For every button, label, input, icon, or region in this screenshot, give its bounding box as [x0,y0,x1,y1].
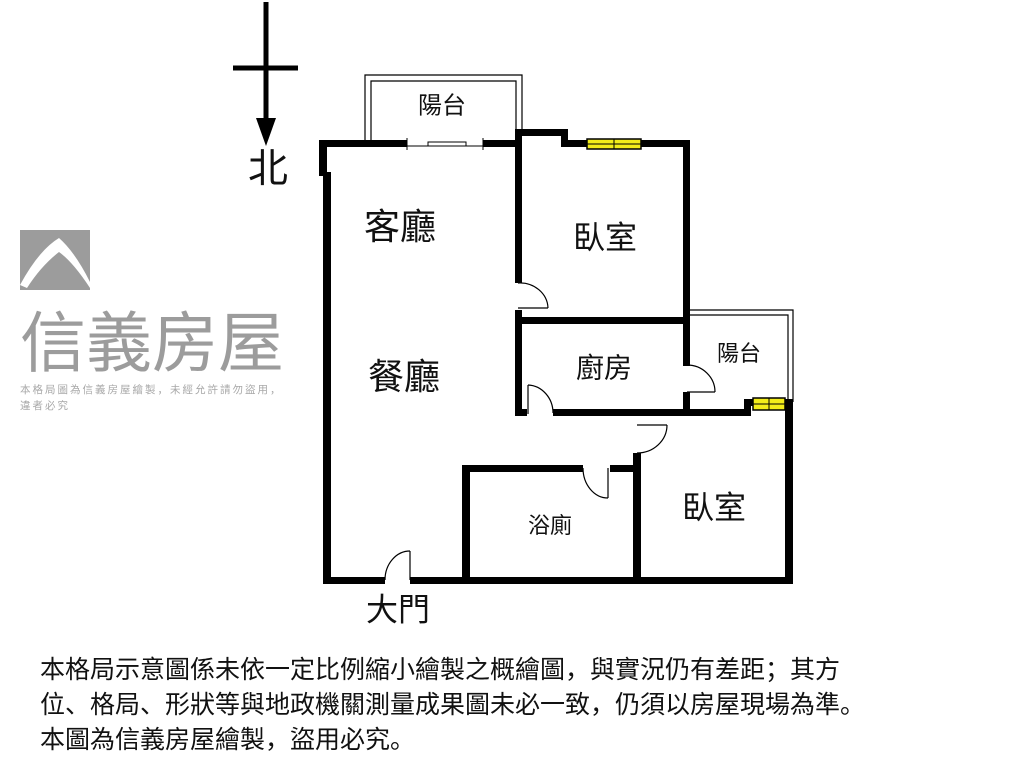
room-label-balcony-right: 陽台 [717,342,761,367]
room-label-balcony-top: 陽台 [418,92,466,120]
room-label-bedroom-2: 臥室 [682,489,746,527]
room-label-kitchen: 廚房 [576,352,632,385]
watermark-notice: 本格局圖為信義房屋繪製，未經允許請勿盜用，違者必究 [20,384,283,412]
room-label-living-room: 客廳 [364,207,436,248]
balcony-right-railing [690,309,794,402]
room-label-bedroom-1: 臥室 [573,219,637,257]
north-label: 北 [248,146,288,192]
kitchen-door[interactable] [527,384,554,414]
room-label-bathroom: 浴廁 [528,514,572,539]
bedroom-1-door[interactable] [517,282,549,309]
main-entrance-door[interactable] [384,550,411,581]
disclaimer-line: 本格局示意圖係未依一定比例縮小繪製之概繪圖，與實況仍有差距；其方 [40,655,841,684]
sliding-door [406,138,484,150]
bedroom-2-door[interactable] [636,424,668,454]
window-bedroom-1 [586,138,642,150]
walls [319,129,793,584]
balcony-top-railing [364,74,523,140]
disclaimer-line: 位、格局、形狀等與地政機關測量成果圖未必一致，仍須以房屋現場為準。 [40,690,866,719]
disclaimer-line: 本圖為信義房屋繪製，盜用必究。 [40,725,416,754]
room-label-main-entrance: 大門 [366,591,430,629]
window-balcony-right [752,397,786,411]
bathroom-door[interactable] [582,467,609,499]
watermark-brand: 信義房屋 [20,305,284,382]
brand-logo-icon [20,230,90,290]
north-arrow-icon [233,2,298,146]
disclaimer: 本格局示意圖係未依一定比例縮小繪製之概繪圖，與實況仍有差距；其方 位、格局、形狀… [40,652,1000,757]
balcony-right-door[interactable] [686,364,716,393]
room-label-dining-room: 餐廳 [368,357,440,398]
